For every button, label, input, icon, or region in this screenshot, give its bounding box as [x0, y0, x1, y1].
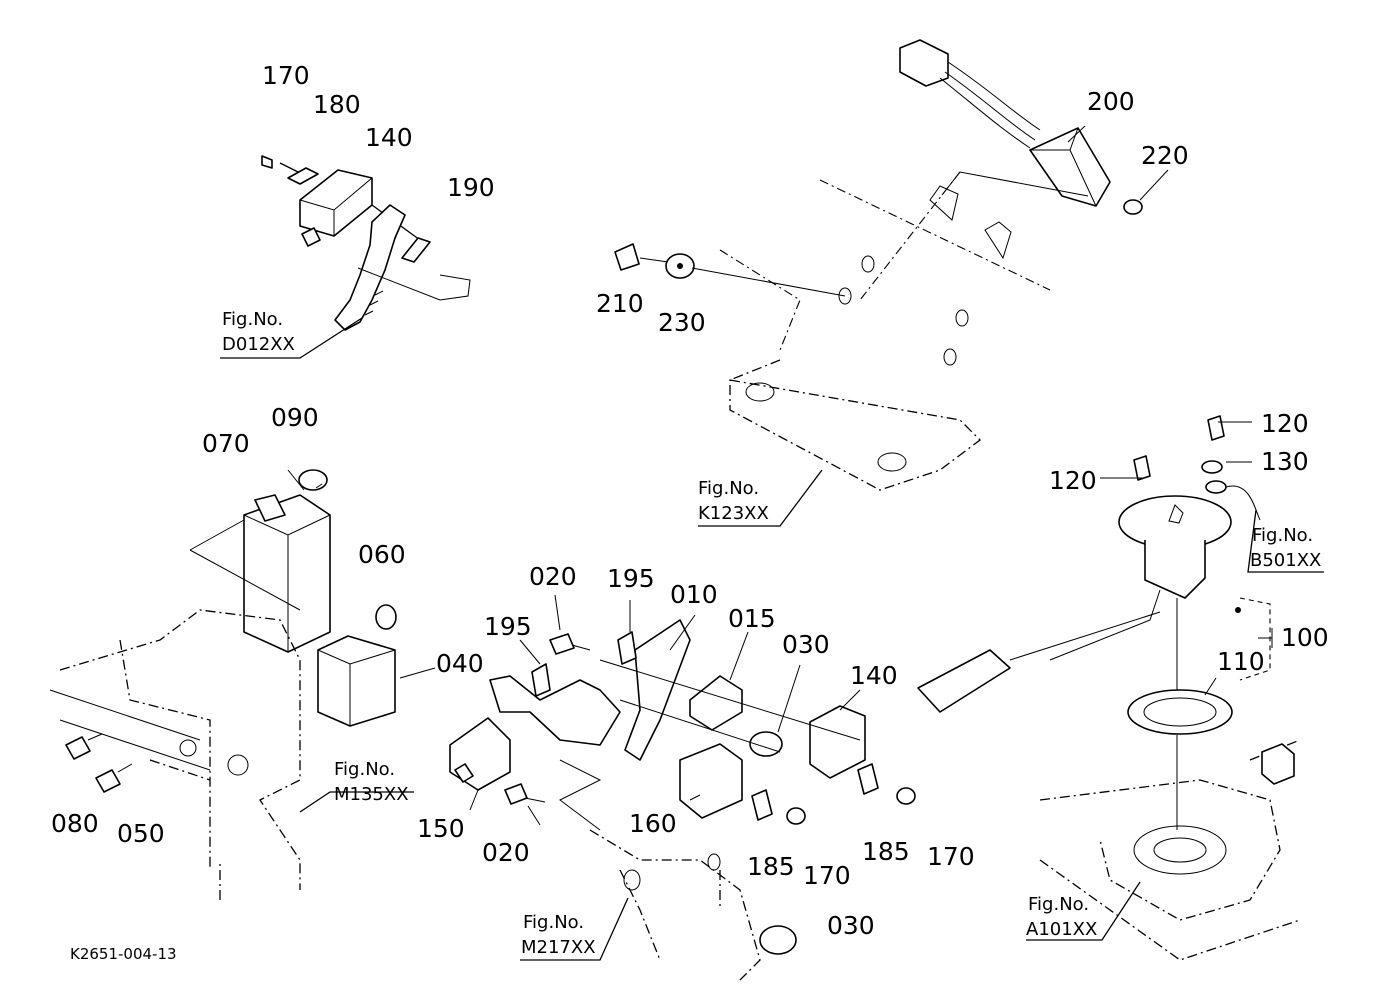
fig-prefix-d012xx: Fig.No. [222, 309, 283, 330]
callout-label: 015 [728, 604, 776, 633]
callout-label: 100 [1281, 623, 1329, 652]
callout-label: 090 [271, 403, 319, 432]
callout-label: 040 [436, 649, 484, 678]
fig-id-m135xx: M135XX [334, 784, 409, 805]
callout-label: 020 [482, 838, 530, 867]
callout-label: 160 [629, 809, 677, 838]
callout-label: 195 [484, 612, 532, 641]
fig-prefix-m135xx: Fig.No. [334, 759, 395, 780]
callout-label: 030 [827, 911, 875, 940]
callout-label: 195 [607, 564, 655, 593]
fig-id-b501xx: B501XX [1250, 550, 1321, 571]
relay-assembly-top-left [220, 155, 471, 359]
fig-id-d012xx: D012XX [222, 334, 295, 355]
callout-label: 170 [927, 842, 975, 871]
callout-label: 200 [1087, 87, 1135, 116]
callout-label: 230 [658, 308, 706, 337]
callout-label: 010 [670, 580, 718, 609]
fig-prefix-m217xx: Fig.No. [523, 912, 584, 933]
callout-leaders [287, 125, 1273, 826]
callout-label: 070 [202, 429, 250, 458]
callout-label: 170 [803, 861, 851, 890]
figure-labels: Fig.No. D012XX Fig.No. K123XX Fig.No. B5… [222, 309, 1321, 958]
fig-prefix-k123xx: Fig.No. [698, 478, 759, 499]
fig-id-k123xx: K123XX [698, 503, 769, 524]
fig-id-m217xx: M217XX [521, 937, 596, 958]
bracket-assembly-middle [449, 619, 916, 981]
callout-label: 180 [313, 90, 361, 119]
controller-bracket-top-right [614, 39, 1143, 527]
callout-label: 110 [1217, 647, 1265, 676]
callout-label: 130 [1261, 447, 1309, 476]
relay-stack-left [49, 469, 436, 900]
fig-prefix-a101xx: Fig.No. [1028, 894, 1089, 915]
diagram-code: K2651-004-13 [70, 945, 177, 963]
callout-label: 210 [596, 289, 644, 318]
callout-label: 080 [51, 809, 99, 838]
callout-label: 150 [417, 814, 465, 843]
callout-label: 120 [1049, 466, 1097, 495]
fig-prefix-b501xx: Fig.No. [1252, 525, 1313, 546]
callout-label: 050 [117, 819, 165, 848]
callout-label: 140 [850, 661, 898, 690]
callout-label: 030 [782, 630, 830, 659]
callout-label: 020 [529, 562, 577, 591]
callout-label: 120 [1261, 409, 1309, 438]
callout-label: 060 [358, 540, 406, 569]
callout-label: 190 [447, 173, 495, 202]
fig-id-a101xx: A101XX [1026, 919, 1097, 940]
callout-label: 185 [862, 837, 910, 866]
callout-label: 140 [365, 123, 413, 152]
fuel-sender-right [917, 415, 1324, 961]
callout-label: 170 [262, 61, 310, 90]
callout-label: 220 [1141, 141, 1189, 170]
callout-labels: 170 180 140 190 200 220 210 230 090 070 … [51, 61, 1329, 940]
callout-label: 185 [747, 852, 795, 881]
